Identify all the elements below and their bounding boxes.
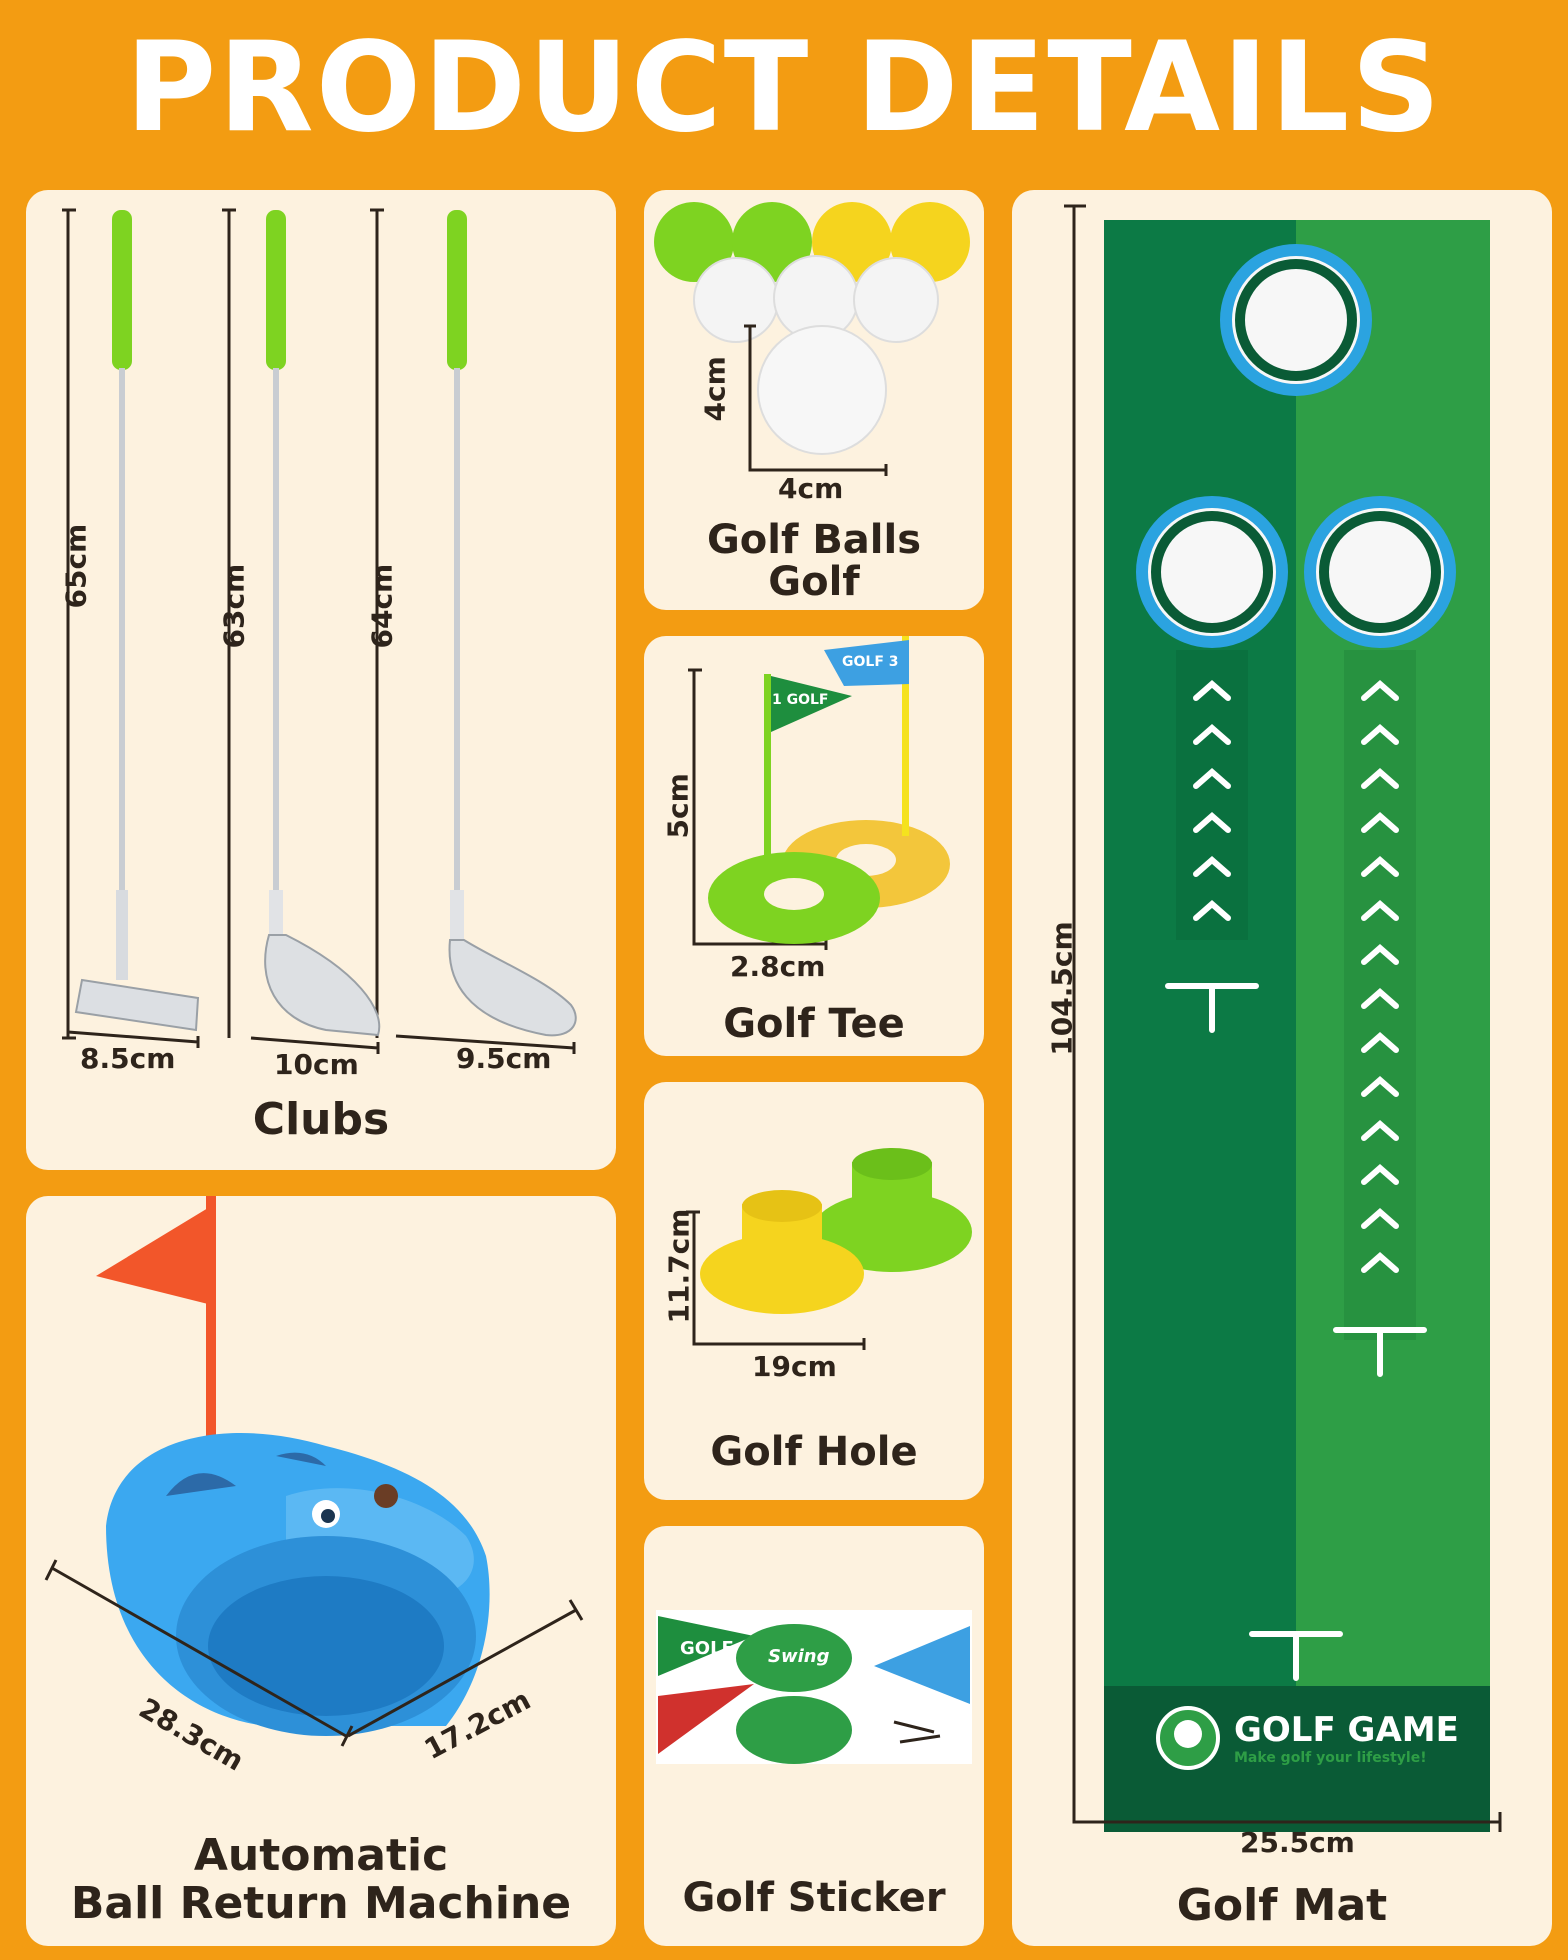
golf-balls-label-2: Golf Ball(Light) (696, 559, 933, 610)
golf-tee-illustration (688, 636, 950, 950)
club1-width: 8.5cm (80, 1042, 176, 1075)
club3-height: 64cm (365, 563, 399, 649)
putter-club (74, 210, 200, 1032)
tee-width: 2.8cm (730, 950, 826, 983)
ball-height: 4cm (698, 356, 732, 422)
golf-mat-illustration (1064, 204, 1502, 1832)
ball-return-machine-panel: 28.3cm 17.2cm Automatic Ball Return Mach… (26, 1196, 616, 1946)
mat-slogan: Make golf your lifestyle! (1234, 1750, 1427, 1766)
sticker-golf-text: GOLF (680, 1638, 734, 1659)
club2-height: 63cm (217, 563, 251, 649)
golf-tee-panel: 1 GOLF GOLF 3 5cm 2.8cm Golf Tee (644, 636, 984, 1056)
club1-height: 65cm (59, 523, 93, 609)
iron-club (447, 210, 577, 1037)
ball-width: 4cm (778, 472, 844, 505)
golf-hole-illustration (686, 1148, 972, 1350)
golf-mat-label: Golf Mat (1176, 1880, 1388, 1931)
golf-hole-label: Golf Hole (710, 1429, 918, 1475)
machine-label-2: Ball Return Machine (70, 1878, 572, 1929)
golf-sticker-illustration (656, 1610, 972, 1764)
hole-height: 11.7cm (662, 1208, 696, 1324)
sticker-swing-text: Swing (768, 1646, 830, 1667)
golf-balls-label-1: Golf Balls (706, 517, 922, 563)
driver-club (264, 210, 381, 1037)
golf-tee-label: Golf Tee (723, 1001, 905, 1047)
clubs-panel: 65cm 63cm 64cm 8.5cm 10cm 9.5cm Clubs (26, 190, 616, 1170)
clubs-illustration (62, 208, 577, 1054)
golf-hole-panel: 11.7cm 19cm Golf Hole (644, 1082, 984, 1500)
golf-mat-panel: GOLF GAME Make golf your lifestyle! 104.… (1012, 190, 1552, 1946)
machine-label-1: Automatic (193, 1830, 449, 1881)
golf-balls-panel: 4cm 4cm Golf Balls Golf Ball(Light) (644, 190, 984, 610)
golf-sticker-panel: GOLF Swing Golf Sticker (644, 1526, 984, 1946)
page-title: PRODUCT DETAILS (125, 16, 1443, 160)
mat-height: 104.5cm (1045, 921, 1079, 1056)
ball-return-machine-illustration (44, 1196, 584, 1747)
mat-width: 25.5cm (1240, 1826, 1355, 1859)
golf-sticker-label: Golf Sticker (682, 1875, 946, 1921)
golf-balls-illustration (654, 202, 970, 476)
tee-height: 5cm (661, 773, 695, 839)
flag1-text: 1 GOLF (772, 692, 829, 708)
clubs-label: Clubs (252, 1094, 390, 1145)
mat-brand: GOLF GAME (1234, 1710, 1459, 1750)
club3-width: 9.5cm (456, 1042, 552, 1075)
hole-width: 19cm (752, 1350, 837, 1383)
flag3-text: GOLF 3 (842, 654, 899, 670)
club2-width: 10cm (274, 1048, 359, 1081)
